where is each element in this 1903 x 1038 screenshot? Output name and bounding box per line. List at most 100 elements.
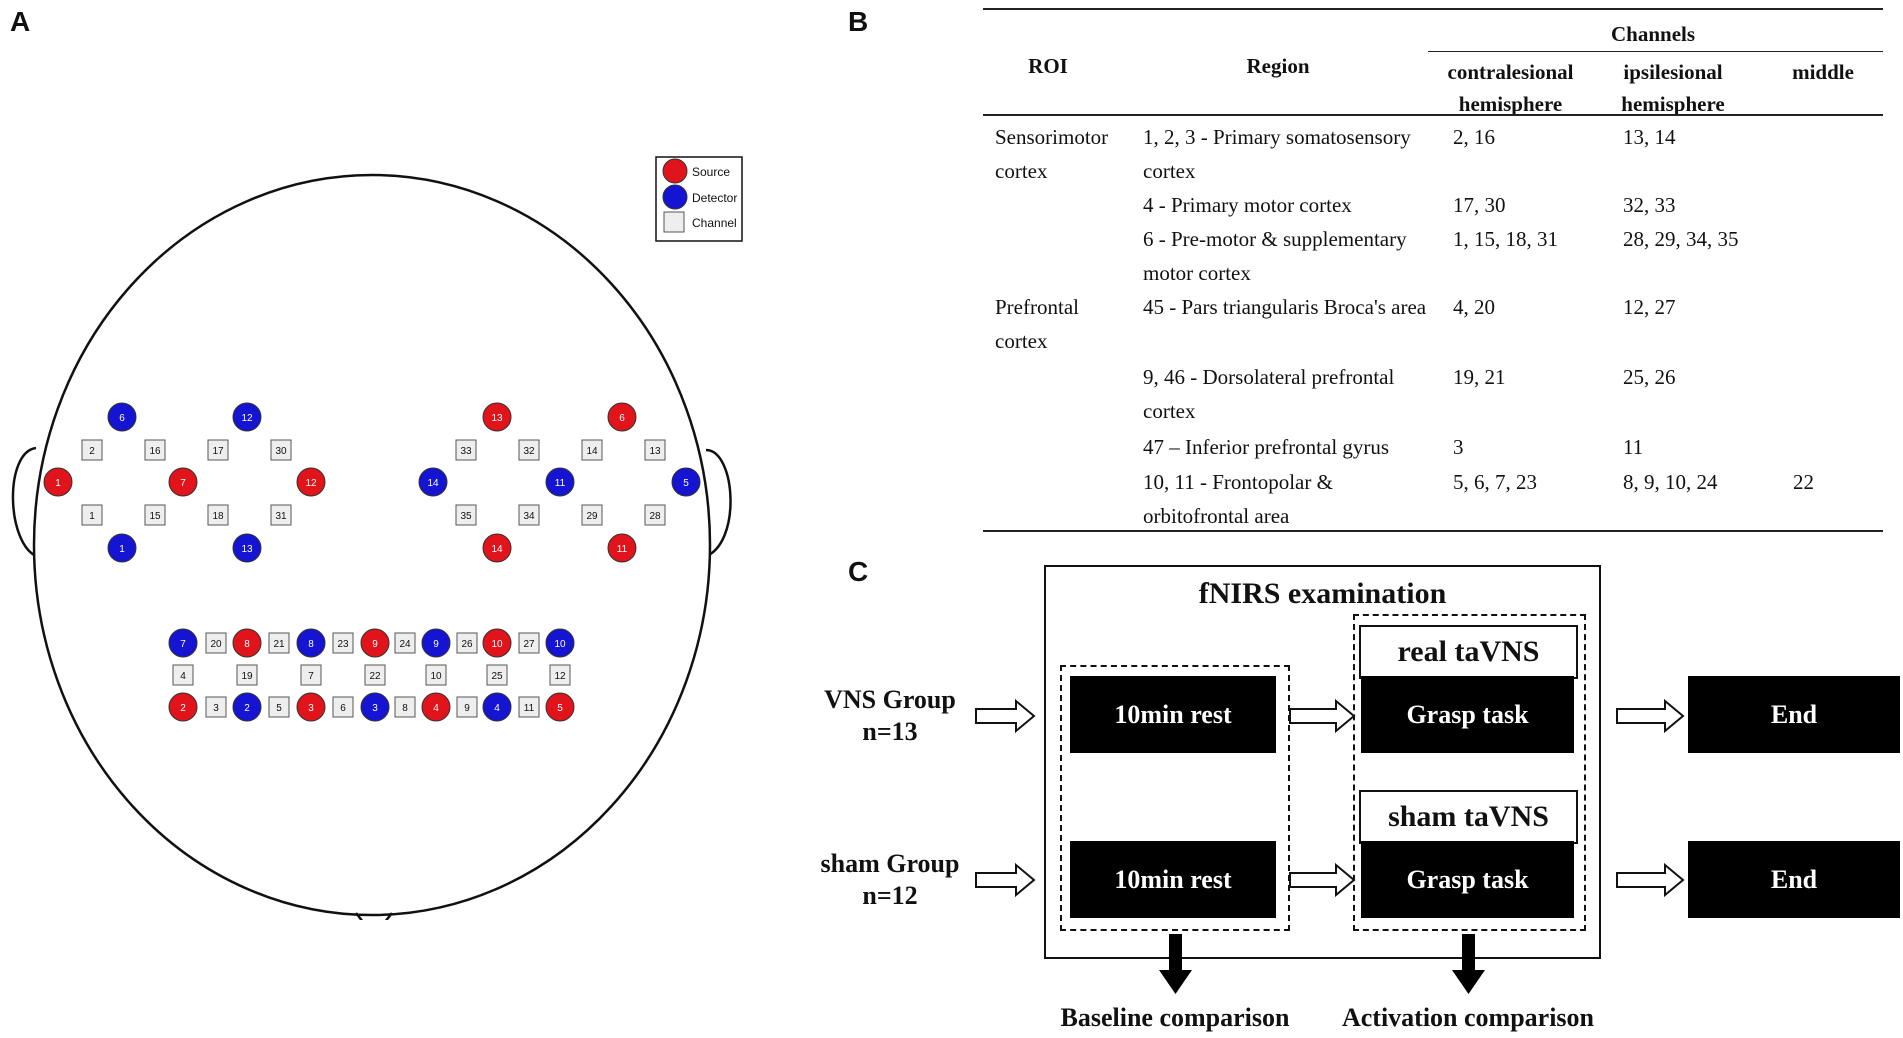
detector-optode: 7 bbox=[168, 628, 198, 658]
arrow-real-task-to-end bbox=[1616, 698, 1685, 734]
legend-source-marker bbox=[662, 158, 688, 184]
detector-optode: 4 bbox=[482, 692, 512, 722]
channel-marker: 5 bbox=[268, 696, 290, 718]
channel-marker: 23 bbox=[332, 632, 354, 654]
channel-marker: 16 bbox=[144, 439, 166, 461]
channel-number: 28 bbox=[649, 511, 661, 522]
arrow-down-baseline bbox=[1159, 934, 1192, 994]
sham-end-block: End bbox=[1688, 841, 1900, 918]
channel-marker: 31 bbox=[270, 504, 292, 526]
source-optode: 3 bbox=[296, 692, 326, 722]
detector-optode: 9 bbox=[421, 628, 451, 658]
source-number: 11 bbox=[617, 544, 628, 555]
channel-marker: 1 bbox=[81, 504, 103, 526]
detector-number: 9 bbox=[433, 639, 439, 650]
detector-optode: 12 bbox=[232, 402, 262, 432]
channel-number: 21 bbox=[273, 639, 285, 650]
head-outline bbox=[11, 173, 732, 920]
row-2-region: 4 - Primary motor cortex bbox=[1143, 193, 1352, 217]
detector-optode: 6 bbox=[107, 402, 137, 432]
source-optode: 14 bbox=[482, 533, 512, 563]
activation-comparison-label: Activation comparison bbox=[1341, 1003, 1595, 1032]
col-header-roi: ROI bbox=[1028, 54, 1068, 78]
row-1-region: 1, 2, 3 - Primary somatosensory cortex bbox=[1143, 125, 1411, 183]
row-3-ipsi: 28, 29, 34, 35 bbox=[1623, 227, 1739, 251]
right-ear bbox=[703, 448, 732, 559]
roi-channel-table: ROI Region Channels contralesional hemis… bbox=[983, 8, 1883, 532]
channel-number: 33 bbox=[460, 446, 472, 457]
channel-number: 27 bbox=[523, 639, 535, 650]
channel-number: 32 bbox=[523, 446, 535, 457]
row-7-middle: 22 bbox=[1793, 470, 1814, 494]
baseline-comparison-label: Baseline comparison bbox=[1060, 1003, 1290, 1032]
row-3-contra: 1, 15, 18, 31 bbox=[1453, 227, 1558, 251]
channel-number: 13 bbox=[649, 446, 661, 457]
channel-marker: 28 bbox=[644, 504, 666, 526]
channel-number: 20 bbox=[210, 639, 222, 650]
detector-optode: 1 bbox=[107, 533, 137, 563]
detector-number: 4 bbox=[494, 703, 500, 714]
detector-number: 14 bbox=[427, 478, 439, 489]
channel-number: 8 bbox=[402, 703, 408, 714]
channel-marker: 24 bbox=[394, 632, 416, 654]
channel-number: 7 bbox=[308, 671, 314, 682]
row-7-region: 10, 11 - Frontopolar & orbitofrontal are… bbox=[1143, 470, 1333, 528]
channel-marker: 10 bbox=[425, 664, 447, 686]
channel-number: 31 bbox=[275, 511, 287, 522]
row-7-contra: 5, 6, 7, 23 bbox=[1453, 470, 1537, 494]
source-optode: 11 bbox=[607, 533, 637, 563]
source-optode: 6 bbox=[607, 402, 637, 432]
source-number: 14 bbox=[491, 544, 503, 555]
source-number: 2 bbox=[180, 703, 186, 714]
channel-number: 26 bbox=[461, 639, 473, 650]
panel-letter-a: A bbox=[10, 6, 31, 37]
channel-number: 29 bbox=[586, 511, 598, 522]
channel-marker: 15 bbox=[144, 504, 166, 526]
sham-rest-block: 10min rest bbox=[1070, 841, 1276, 918]
channel-number: 24 bbox=[399, 639, 411, 650]
row-7-ipsi: 8, 9, 10, 24 bbox=[1623, 470, 1718, 494]
detector-number: 7 bbox=[180, 639, 186, 650]
real-tavns-label: real taVNS bbox=[1359, 625, 1578, 679]
row-6-ipsi: 11 bbox=[1623, 435, 1644, 459]
detector-number: 10 bbox=[554, 639, 566, 650]
source-optode: 10 bbox=[482, 628, 512, 658]
source-optode: 13 bbox=[482, 402, 512, 432]
channel-number: 23 bbox=[337, 639, 349, 650]
source-number: 3 bbox=[308, 703, 314, 714]
channel-number: 3 bbox=[213, 703, 219, 714]
channel-marker: 30 bbox=[270, 439, 292, 461]
source-optode: 4 bbox=[421, 692, 451, 722]
row-6-region: 47 – Inferior prefrontal gyrus bbox=[1143, 435, 1390, 459]
channel-marker: 20 bbox=[205, 632, 227, 654]
arrow-vns-to-rest bbox=[975, 698, 1036, 734]
channel-marker: 11 bbox=[518, 696, 540, 718]
channel-number: 14 bbox=[586, 446, 598, 457]
channel-number: 17 bbox=[212, 446, 224, 457]
channel-number: 5 bbox=[276, 703, 282, 714]
detector-number: 1 bbox=[119, 544, 125, 555]
arrow-sham-task-to-end bbox=[1616, 862, 1685, 898]
row-4-contra: 4, 20 bbox=[1453, 295, 1495, 319]
detector-optode: 14 bbox=[418, 467, 448, 497]
legend: Source Detector Channel bbox=[655, 156, 743, 242]
examination-title: fNIRS examination bbox=[1198, 577, 1447, 610]
channel-number: 2 bbox=[89, 446, 95, 457]
detector-optode: 10 bbox=[545, 628, 575, 658]
channel-number: 30 bbox=[275, 446, 287, 457]
channel-marker: 7 bbox=[300, 664, 322, 686]
source-optode: 1 bbox=[43, 467, 73, 497]
arrow-down-activation bbox=[1452, 934, 1485, 994]
col-header-middle: middle bbox=[1792, 60, 1854, 84]
row-4-ipsi: 12, 27 bbox=[1623, 295, 1676, 319]
detector-number: 11 bbox=[555, 478, 566, 489]
source-number: 12 bbox=[305, 478, 317, 489]
channel-marker: 34 bbox=[518, 504, 540, 526]
row-5-ipsi: 25, 26 bbox=[1623, 365, 1676, 389]
examination-frame bbox=[1044, 565, 1601, 959]
channel-number: 12 bbox=[554, 671, 566, 682]
source-number: 13 bbox=[491, 413, 503, 424]
row-1-roi: Sensorimotor cortex bbox=[995, 125, 1109, 183]
